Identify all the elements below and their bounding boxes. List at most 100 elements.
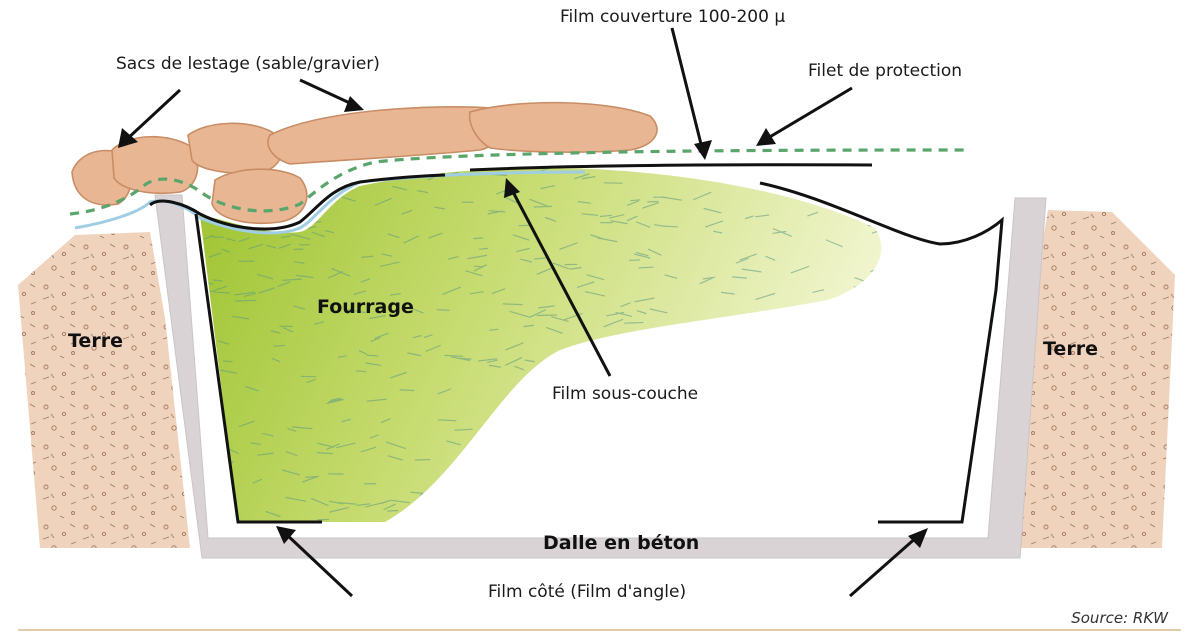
forage-texture-stroke [326,398,344,404]
forage-texture-stroke [401,209,413,215]
forage-texture-stroke [537,364,550,370]
forage-texture-stroke [434,206,446,210]
forage-texture-stroke [691,476,709,481]
forage-texture-stroke [533,205,553,208]
forage-texture-stroke [643,497,660,504]
forage-texture-stroke [813,405,832,410]
forage-texture-stroke [876,325,882,335]
forage-texture-stroke [807,211,819,217]
forage-texture-stroke [265,511,281,518]
forage-texture-stroke [599,214,612,218]
forage-texture-stroke [529,198,549,207]
forage-texture-stroke [374,332,389,339]
forage-texture-stroke [839,187,852,190]
forage-texture-stroke [448,256,459,260]
forage-texture-stroke [666,502,686,507]
forage-texture-stroke [314,321,324,325]
forage-texture-stroke [328,271,343,279]
forage-texture-stroke [650,168,662,174]
forage-texture-stroke [495,493,507,498]
forage-texture-stroke [549,441,570,449]
forage-texture-stroke [389,293,401,296]
forage-texture-stroke [626,200,640,206]
forage-texture-stroke [296,274,314,279]
forage-texture-stroke [884,322,898,328]
label-terre-left: Terre [68,330,123,352]
forage-texture-stroke [766,485,781,492]
forage-texture-stroke [583,366,597,372]
forage-texture-stroke [757,431,777,441]
forage-texture-stroke [437,419,457,422]
forage-texture-stroke [790,265,810,274]
forage-texture-stroke [469,291,484,295]
film-couverture-line [148,173,446,231]
annotation-arrows [118,27,928,598]
forage-texture-stroke [642,202,659,209]
forage-texture-stroke [360,278,370,283]
forage-texture-stroke [252,478,262,484]
forage-texture-stroke [541,374,556,382]
forage-texture-stroke [370,337,381,342]
forage-texture-stroke [685,170,699,176]
forage-texture-stroke [262,433,274,437]
label-sacs-lestage: Sacs de lestage (sable/gravier) [116,54,380,74]
forage-texture-stroke [858,284,874,286]
forage-texture-stroke [784,436,805,439]
forage-texture-stroke [294,261,305,264]
forage-texture-stroke [316,452,333,455]
forage-texture-stroke [802,340,814,343]
forage-texture-stroke [721,424,739,428]
forage-texture-stroke [790,348,805,354]
forage-texture-stroke [797,314,817,318]
forage-texture-stroke [704,220,724,228]
forage-texture-stroke [329,500,344,505]
forage-texture-stroke [666,494,685,501]
forage-texture-stroke [473,237,484,240]
forage-texture-stroke [748,409,766,417]
forage-texture-stroke [505,357,523,366]
forage-texture-stroke [874,168,882,173]
forage-texture-stroke [248,243,264,250]
forage-texture-stroke [629,199,641,202]
forage-texture-stroke [862,383,877,387]
forage-texture-stroke [403,235,420,244]
forage-texture-stroke [737,411,756,417]
forage-texture-stroke [311,498,329,506]
forage-texture-stroke [799,483,814,487]
forage-texture-stroke [509,475,521,478]
forage-texture-stroke [838,184,856,193]
forage-texture-stroke [387,455,404,461]
forage-texture-stroke [542,405,557,410]
forage-texture-stroke [661,196,683,201]
forage-texture-stroke [794,369,806,373]
forage-texture-stroke [755,292,776,300]
forage-texture-stroke [772,230,787,234]
forage-texture-stroke [536,314,558,317]
forage-texture-stroke [603,318,624,328]
forage-texture-stroke [338,502,357,505]
forage-texture-stroke [287,428,297,432]
forage-texture-stroke [586,274,605,281]
forage-texture-stroke [538,305,555,309]
forage-texture-stroke [545,475,559,481]
forage-texture-stroke [865,452,878,459]
forage-texture-stroke [854,168,868,172]
forage-texture-stroke [487,359,498,363]
forage-texture-stroke [874,299,882,305]
forage-texture-stroke [446,440,461,446]
forage-texture-stroke [515,512,530,519]
forage-texture-stroke [337,355,347,358]
forage-texture-stroke [216,291,230,294]
forage-texture-stroke [473,479,491,485]
forage-texture-stroke [257,452,274,456]
forage-texture-stroke [741,268,762,273]
forage-texture-stroke [767,440,780,447]
forage-texture-stroke [542,418,563,425]
forage-texture-stroke [412,335,422,339]
forage-texture-stroke [217,340,229,345]
forage-texture-stroke [825,418,837,423]
forage-texture-stroke [366,398,387,402]
label-terre-right: Terre [1043,338,1098,360]
forage-texture-stroke [771,518,783,522]
forage-texture-stroke [516,247,531,253]
